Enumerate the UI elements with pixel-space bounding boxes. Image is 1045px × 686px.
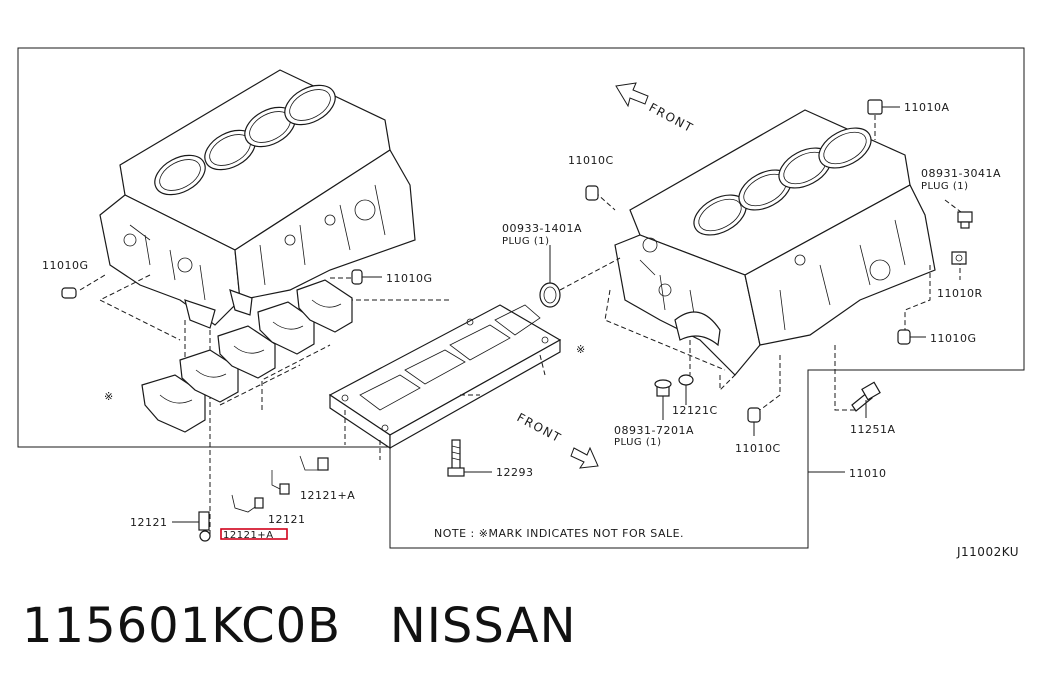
front-label-bottom: FRONT [515,410,564,445]
dowel-11010G-mid [351,269,382,285]
label-08931-7201A: 08931-7201A [614,424,694,437]
footer-part-number: 115601KC0B [22,598,342,654]
seal-12121C [678,374,694,405]
front-arrow-top [615,82,649,108]
sensor-12121A-right [299,455,329,471]
not-for-sale-mark-left: ※ [104,390,114,403]
label-08931-3041A: 08931-3041A [921,167,1001,180]
label-12121-left: 12121 [130,516,168,529]
nut-11010R [951,251,967,265]
dowel-11010C-top [585,185,599,201]
footer: 115601KC0B NISSAN [22,598,577,654]
cylinder-block-right [614,109,936,376]
not-for-sale-mark-right: ※ [576,343,586,356]
front-label-top: FRONT [647,100,696,135]
label-12121C: 12121C [672,404,718,417]
dowel-11010G-right [897,329,926,345]
label-12293: 12293 [496,466,534,479]
front-arrow-bottom [570,446,599,469]
label-11010: 11010 [849,467,887,480]
highlight-box [220,528,288,540]
bolt-12121-left [172,511,211,542]
note-text: NOTE : ※MARK INDICATES NOT FOR SALE. [434,527,684,540]
diagram-frame [17,47,1025,549]
plug-11010A [867,99,900,115]
label-11010G-mid: 11010G [386,272,433,285]
dowel-11010G-left [61,287,77,299]
label-11010R: 11010R [937,287,983,300]
cylinder-block-left [99,69,416,329]
plug-08931-3041A [957,211,973,229]
bolt-12293 [447,439,492,477]
label-11010A: 11010A [904,101,950,114]
dowel-11010C-bottom [747,407,761,436]
label-11010C-bottom: 11010C [735,442,781,455]
bolt-12121-mid [271,470,290,495]
label-11010G-left: 11010G [42,259,89,272]
label-00933-1401A: 00933-1401A [502,222,582,235]
label-plug1-b: PLUG (1) [502,236,550,247]
diagram-code: J11002KU [956,545,1019,559]
label-12121A-highlight: 12121+A [223,530,274,541]
label-11010G-right: 11010G [930,332,977,345]
label-12121-mid: 12121 [268,513,306,526]
label-plug1-a: PLUG (1) [921,181,969,192]
bolt-11251A [851,381,881,418]
bearing-caps [141,279,353,433]
plug-08931-7201A [654,379,672,420]
plug-00933-1401A [539,245,561,308]
sensor-12121A-highlight [231,494,264,513]
label-11251A: 11251A [850,423,896,436]
label-plug1-c: PLUG (1) [614,437,662,448]
main-bearing-frame [328,304,562,450]
footer-brand: NISSAN [389,598,577,654]
label-11010C-top: 11010C [568,154,614,167]
label-12121A-right: 12121+A [300,489,355,502]
